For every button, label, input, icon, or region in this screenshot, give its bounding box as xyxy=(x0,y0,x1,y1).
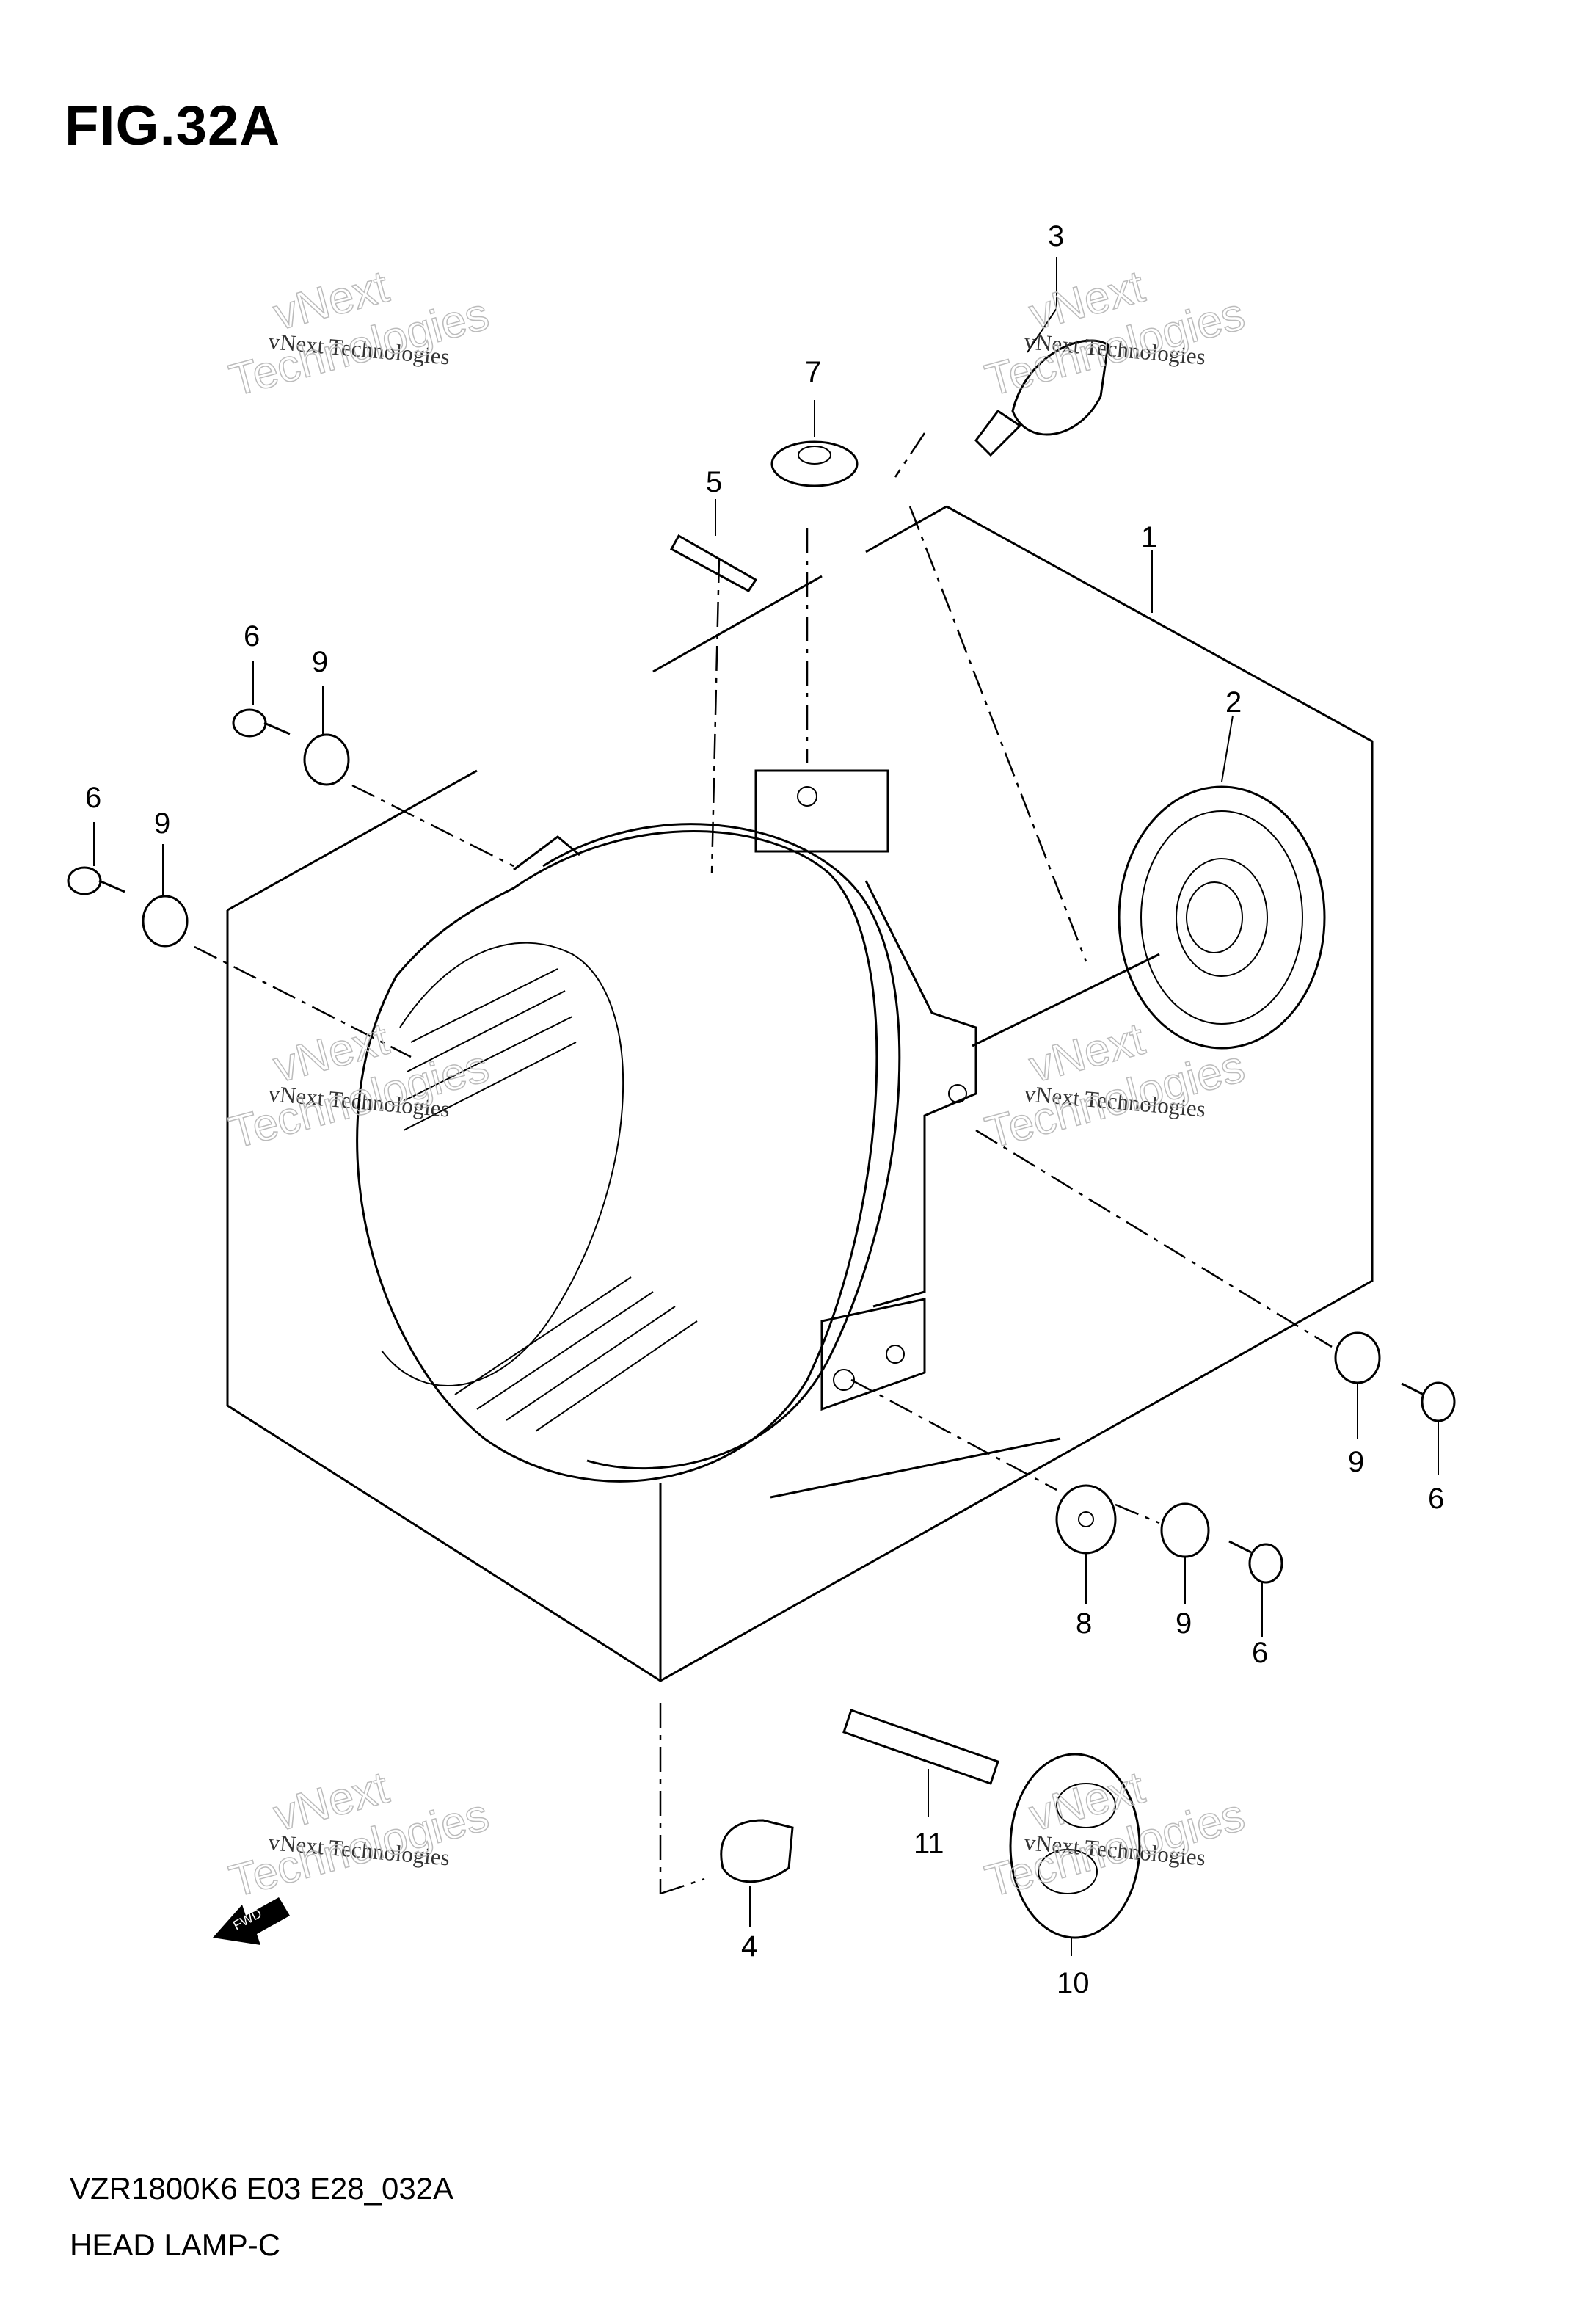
figure-title: FIG.32A xyxy=(65,95,281,157)
model-code: VZR1800K6 E03 E28_032A xyxy=(70,2171,454,2206)
part-label-9-upper-left: 9 xyxy=(312,646,328,678)
position-bulb xyxy=(720,1819,794,1883)
part-label-6-upper-left: 6 xyxy=(244,620,260,652)
reflector xyxy=(1009,1753,1141,1939)
main-bulb xyxy=(974,308,1109,457)
watermark-mid-left: vNext Technologies vNext Technologies xyxy=(224,1013,495,1159)
trim-strip xyxy=(669,534,758,592)
solid-leader-lines xyxy=(93,257,1439,1956)
part-label-9-right-upper: 9 xyxy=(1348,1446,1364,1478)
section-name: HEAD LAMP-C xyxy=(70,2228,281,2262)
part-label-9-lower-left: 9 xyxy=(154,807,170,840)
part-label-6-lower-left: 6 xyxy=(85,782,101,814)
dashed-leader-lines xyxy=(194,432,1333,1895)
part-label-7: 7 xyxy=(805,356,821,388)
watermark-mid-right: vNext Technologies vNext Technologies xyxy=(980,1013,1250,1159)
screw-right-upper xyxy=(1401,1381,1456,1422)
screw-left-upper xyxy=(232,708,291,738)
headlamp-unit xyxy=(356,769,977,1483)
part-label-9-right-lower: 9 xyxy=(1176,1607,1192,1640)
watermark-bottom-left: vNext Technologies vNext Technologies xyxy=(224,1762,495,1908)
forward-direction-arrow: FWD xyxy=(213,1897,290,1945)
part-label-3: 3 xyxy=(1048,220,1064,252)
washer xyxy=(1055,1484,1117,1555)
part-label-1: 1 xyxy=(1141,521,1157,553)
adjuster-shaft xyxy=(842,1709,999,1785)
housing-box-outline xyxy=(226,505,1374,1682)
part-label-6-right-lower: 6 xyxy=(1252,1637,1268,1669)
part-label-8: 8 xyxy=(1076,1607,1092,1640)
socket-cover xyxy=(1118,785,1326,1050)
cushion-left-upper xyxy=(303,733,350,786)
watermark-bottom-right: vNext Technologies vNext Technologies xyxy=(980,1762,1250,1908)
watermark-top-left: vNext Technologies vNext Technologies xyxy=(224,261,495,407)
part-label-6-right-upper: 6 xyxy=(1428,1483,1444,1515)
cushion-left-lower xyxy=(142,895,189,948)
cushion-right-upper xyxy=(1334,1331,1381,1384)
cushion-right-lower xyxy=(1160,1502,1210,1558)
screw-left-lower xyxy=(67,866,125,895)
part-label-5: 5 xyxy=(706,466,722,498)
watermark-top-right: vNext Technologies vNext Technologies xyxy=(980,261,1250,407)
part-label-2: 2 xyxy=(1225,686,1242,719)
part-label-10: 10 xyxy=(1057,1967,1090,1999)
part-label-4: 4 xyxy=(741,1930,757,1963)
part-label-11: 11 xyxy=(914,1828,944,1860)
screw-right-lower xyxy=(1228,1540,1283,1584)
grommet xyxy=(770,440,859,487)
